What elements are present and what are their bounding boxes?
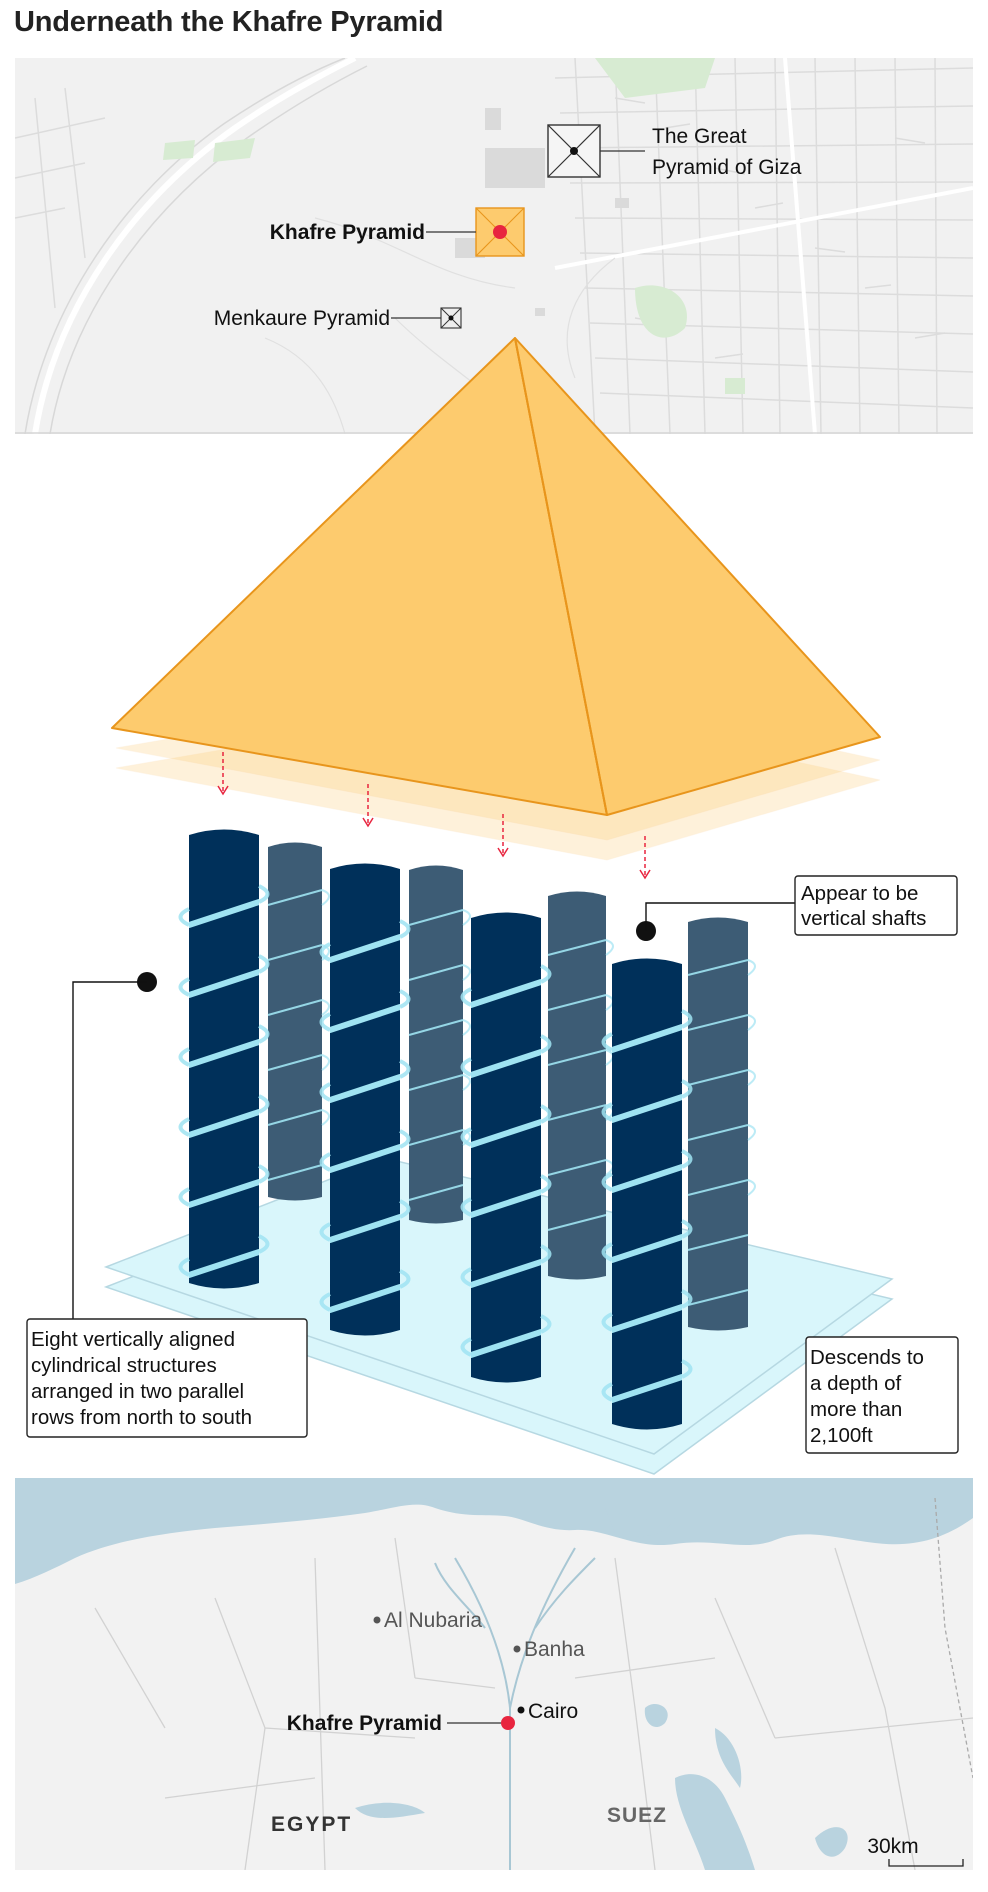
cylinder-front-1 (178, 829, 270, 1289)
dashed-arrows (217, 752, 651, 880)
callout-cylinders-line2: cylindrical structures (31, 1354, 217, 1377)
cylinder-back-1 (268, 842, 322, 1201)
cylinder-front-4 (601, 958, 693, 1430)
callout-cylinders-line4: rows from north to south (31, 1406, 252, 1429)
callout-depth-line3: more than (810, 1398, 902, 1421)
callout-depth-line1: Descends to (810, 1346, 924, 1369)
callout-depth-line4: 2,100ft (810, 1424, 873, 1447)
cylinder-back-3 (548, 891, 606, 1280)
callout-depth: Descends to a depth of more than 2,100ft (805, 1336, 959, 1454)
callout-shafts-line1: Appear to be (801, 882, 918, 905)
page-title: Underneath the Khafre Pyramid (14, 6, 444, 38)
cylinder-back-row (268, 842, 748, 1331)
red-dot-marker-icon (493, 225, 507, 239)
khafre-pyramid-icon (475, 207, 525, 257)
callout-shafts-line2: vertical shafts (801, 907, 926, 930)
city-grid (554, 58, 973, 434)
city-banha: Banha (524, 1638, 585, 1661)
egypt-khafre-label: Khafre Pyramid (287, 1712, 442, 1735)
country-egypt: EGYPT (271, 1813, 352, 1836)
callout-shafts: Appear to be vertical shafts (636, 875, 958, 941)
region-suez: SUEZ (607, 1804, 667, 1827)
scale-bar: 30km (867, 1835, 964, 1867)
pyramid-diagram: Appear to be vertical shafts Eight verti… (26, 337, 959, 1475)
city-cairo: Cairo (528, 1700, 578, 1723)
great-pyramid-icon (547, 124, 601, 178)
cylinder-front-row (178, 829, 693, 1430)
callout-depth-line2: a depth of (810, 1372, 901, 1395)
great-pyramid-label-2: Pyramid of Giza (652, 156, 802, 179)
cylinder-front-2 (319, 863, 411, 1336)
khafre-pyramid-3d (111, 337, 881, 816)
callout-cylinders-line3: arranged in two parallel (31, 1380, 244, 1403)
cylinder-front-3 (460, 912, 552, 1383)
cylinder-back-4 (688, 917, 748, 1331)
red-dot-marker-icon (501, 1716, 515, 1730)
egypt-map: Al Nubaria Banha Cairo Khafre Pyramid EG… (15, 1478, 973, 1870)
menkaure-label: Menkaure Pyramid (214, 307, 390, 330)
gulf-of-suez (675, 1774, 755, 1870)
callout-cylinders: Eight vertically aligned cylindrical str… (26, 972, 308, 1438)
great-pyramid-label-1: The Great (652, 125, 747, 148)
city-al-nubaria: Al Nubaria (384, 1609, 482, 1632)
cylinder-back-2 (409, 865, 463, 1224)
mediterranean-sea (15, 1478, 973, 1584)
callout-cylinders-line1: Eight vertically aligned (31, 1328, 235, 1351)
khafre-label: Khafre Pyramid (270, 221, 425, 244)
scale-label: 30km (867, 1835, 918, 1858)
